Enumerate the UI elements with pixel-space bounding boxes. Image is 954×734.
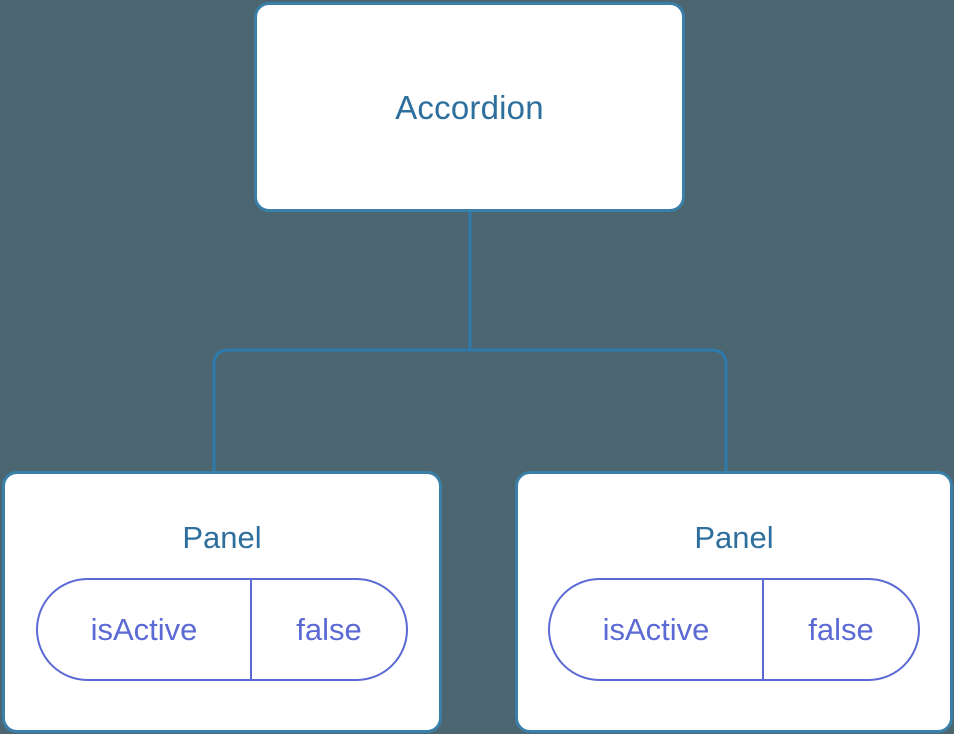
node-panel-2[interactable]: Panel isActive false: [515, 471, 953, 733]
node-panel-2-label: Panel: [694, 520, 774, 555]
node-accordion[interactable]: Accordion: [254, 2, 685, 212]
state-key-panel-2: isActive: [550, 580, 764, 679]
node-panel-1-label: Panel: [182, 520, 262, 555]
state-badge-panel-1[interactable]: isActive false: [36, 578, 408, 681]
state-value-panel-1: false: [296, 612, 362, 647]
state-value-panel-2: false: [808, 612, 874, 647]
state-badge-panel-2[interactable]: isActive false: [548, 578, 920, 681]
edge-branch-bus: [212, 348, 728, 474]
state-key-panel-1: isActive: [38, 580, 252, 679]
node-panel-1[interactable]: Panel isActive false: [2, 471, 442, 733]
node-accordion-label: Accordion: [395, 88, 544, 126]
